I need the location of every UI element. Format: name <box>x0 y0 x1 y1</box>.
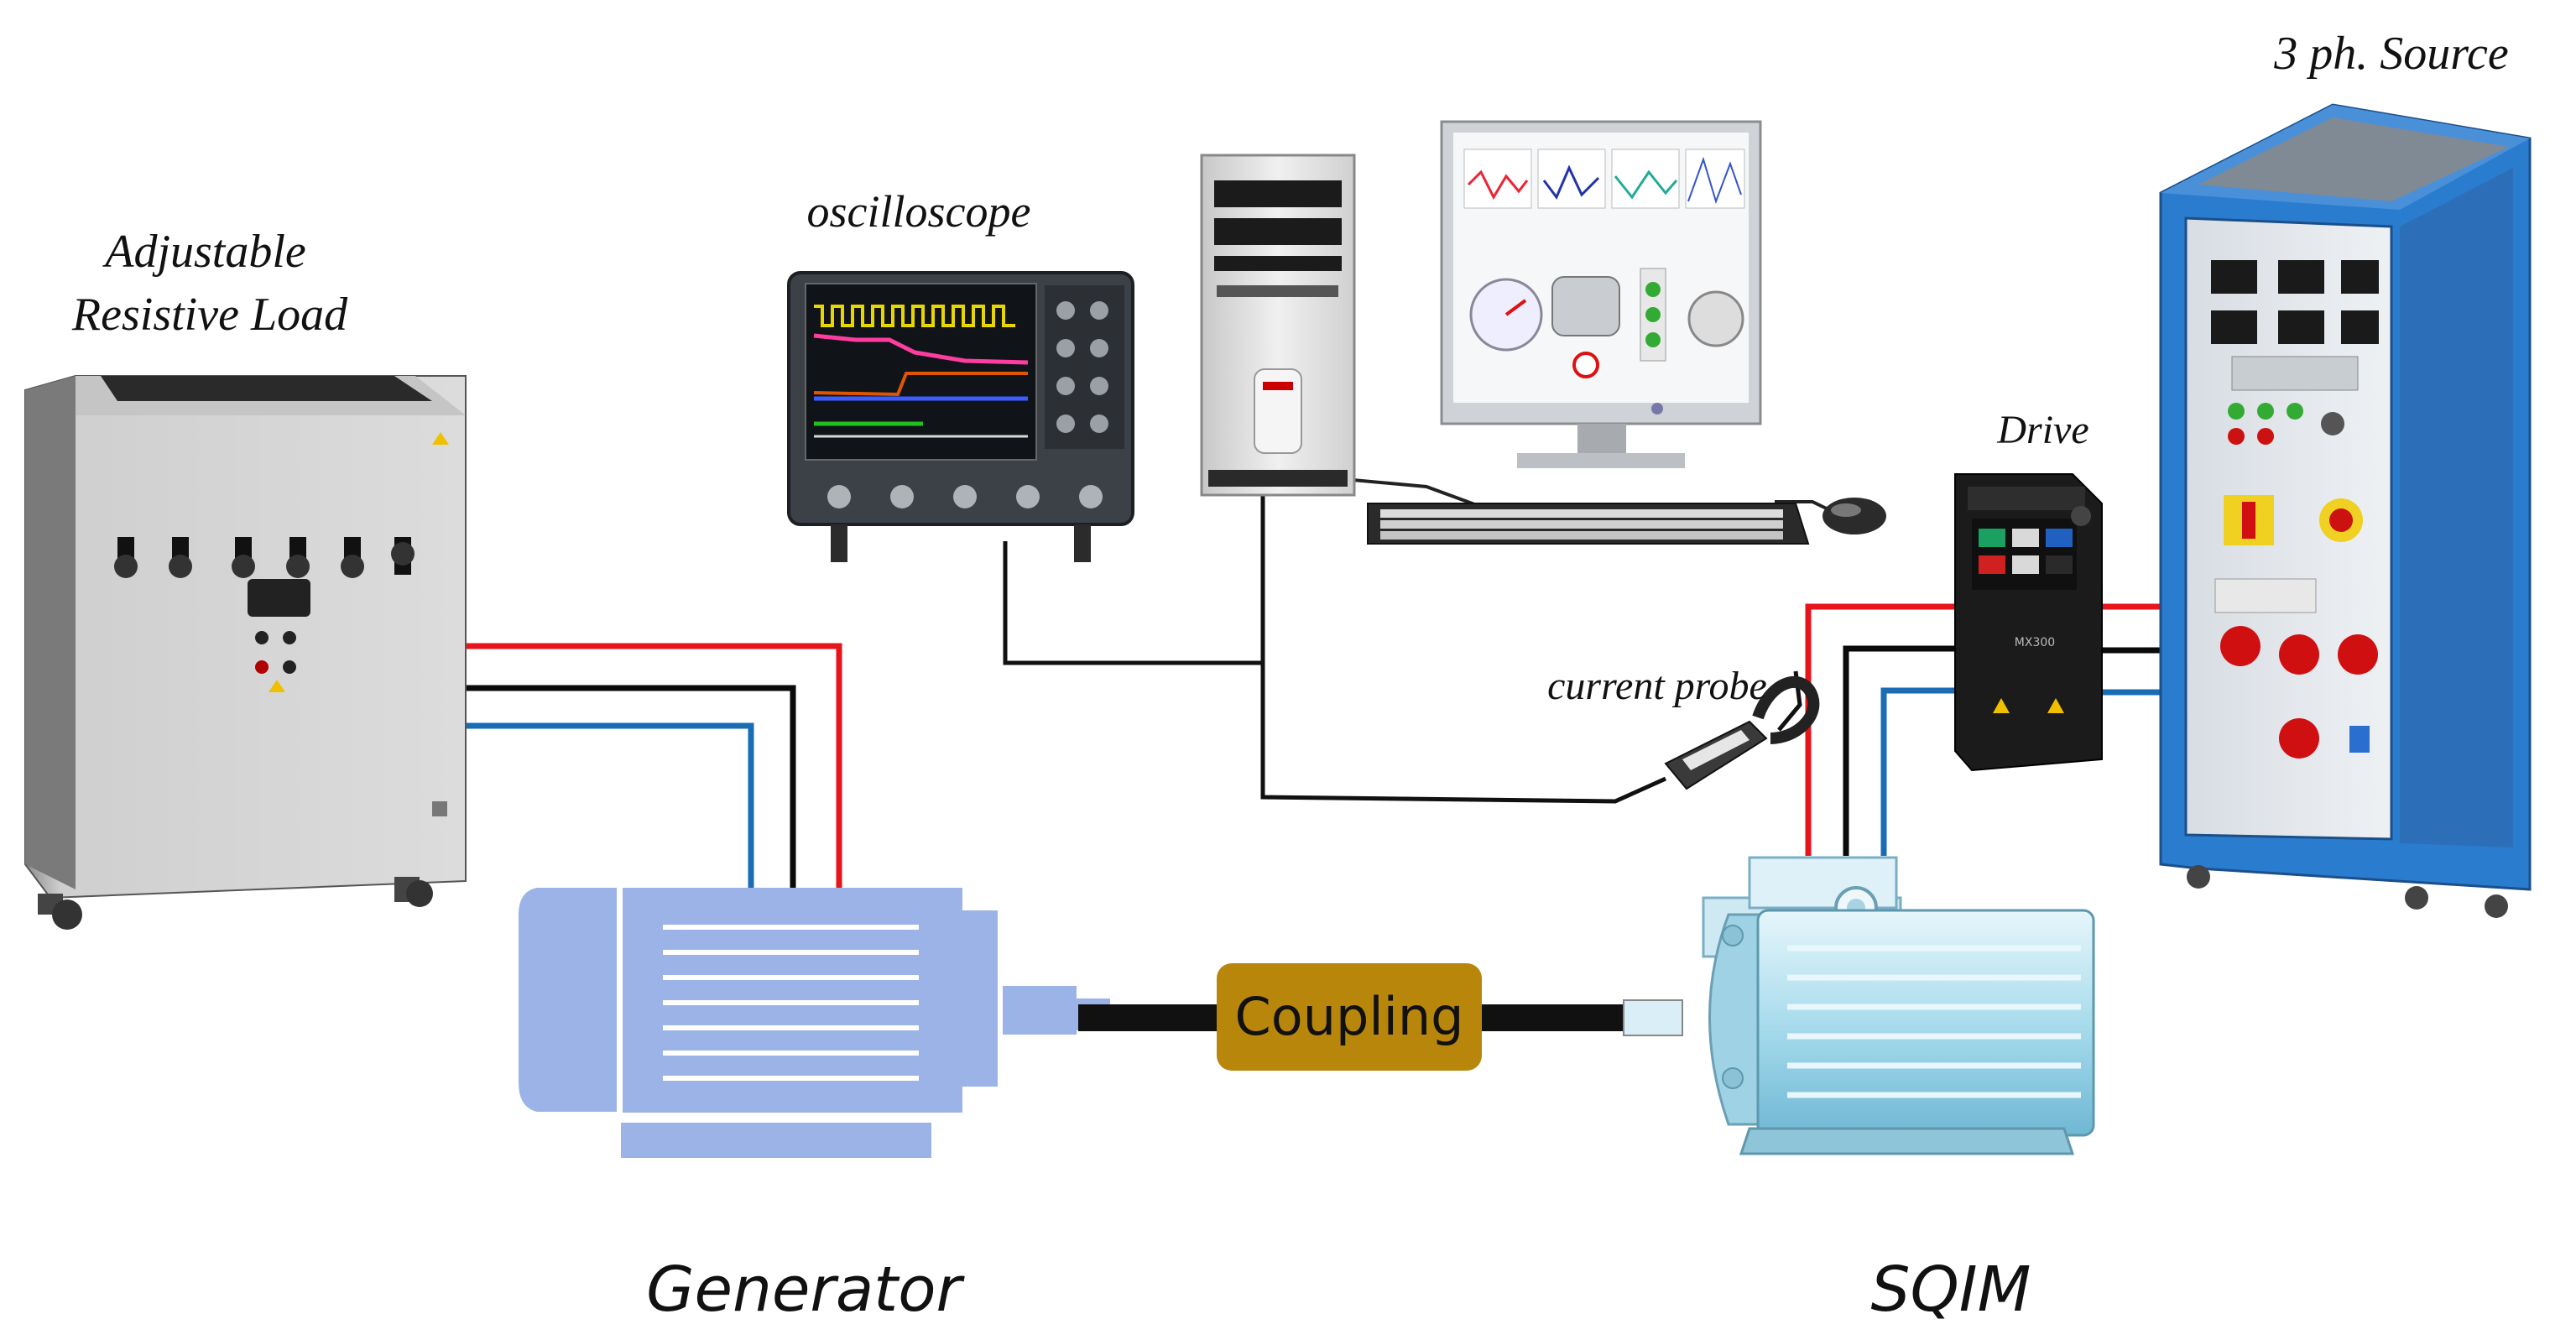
oscilloscope: oscilloscope <box>787 186 1134 562</box>
wire-drive-red <box>1805 603 1963 856</box>
shaft-left <box>1078 1004 1221 1031</box>
shaft-and-coupling: Coupling <box>1078 963 1683 1071</box>
wire-load-blue <box>461 722 754 889</box>
wire-load-red <box>461 643 842 889</box>
drive: MX300 Drive <box>1954 408 2103 772</box>
monitor-icon <box>1440 120 1762 468</box>
keyboard-icon <box>1367 503 1810 545</box>
induction-motor-icon <box>1702 856 2095 1155</box>
sqim-label: SQIM <box>1871 1254 2031 1326</box>
drive-icon: MX300 <box>1954 473 2103 772</box>
wire-drive-black <box>1843 645 1963 856</box>
coupling <box>1217 963 1482 1071</box>
mouse-icon <box>1822 498 1886 534</box>
cable-pc-probe <box>1260 493 1667 804</box>
oscilloscope-icon <box>787 271 1134 562</box>
three-phase-source: 3 ph. Source <box>2159 28 2532 918</box>
probe-label: current probe <box>1547 664 1767 708</box>
wire-drive-blue <box>1880 687 1963 856</box>
wire-load-black <box>461 685 796 889</box>
cable-scope-pc <box>1003 541 1263 665</box>
current-probe: current probe <box>1547 664 1820 790</box>
current-probe-icon <box>1664 675 1820 790</box>
oscilloscope-label: oscilloscope <box>807 186 1031 237</box>
sqim: SQIM <box>1702 856 2095 1326</box>
wires <box>461 478 2177 889</box>
cable-pc-keyboard <box>1352 478 1478 507</box>
source-label: 3 ph. Source <box>2273 28 2508 80</box>
generator-motor-icon <box>519 888 1110 1158</box>
drive-model-label: MX300 <box>2015 636 2055 649</box>
load-label-line1: Adjustable <box>102 226 306 278</box>
shaft-stub <box>1623 999 1683 1036</box>
computer <box>1200 120 1886 545</box>
source-cabinet-icon <box>2159 103 2532 918</box>
generator-label: Generator <box>646 1254 965 1326</box>
generator: Generator <box>519 888 1110 1326</box>
load-label-line2: Resistive Load <box>71 289 348 341</box>
cabinet-icon <box>24 375 467 930</box>
resistive-load-cabinet: Adjustable Resistive Load <box>24 226 467 930</box>
computer-tower-icon <box>1200 154 1356 497</box>
shaft-right <box>1477 1004 1632 1031</box>
drive-label: Drive <box>1996 408 2088 452</box>
coupling-label: Coupling <box>1235 986 1464 1047</box>
